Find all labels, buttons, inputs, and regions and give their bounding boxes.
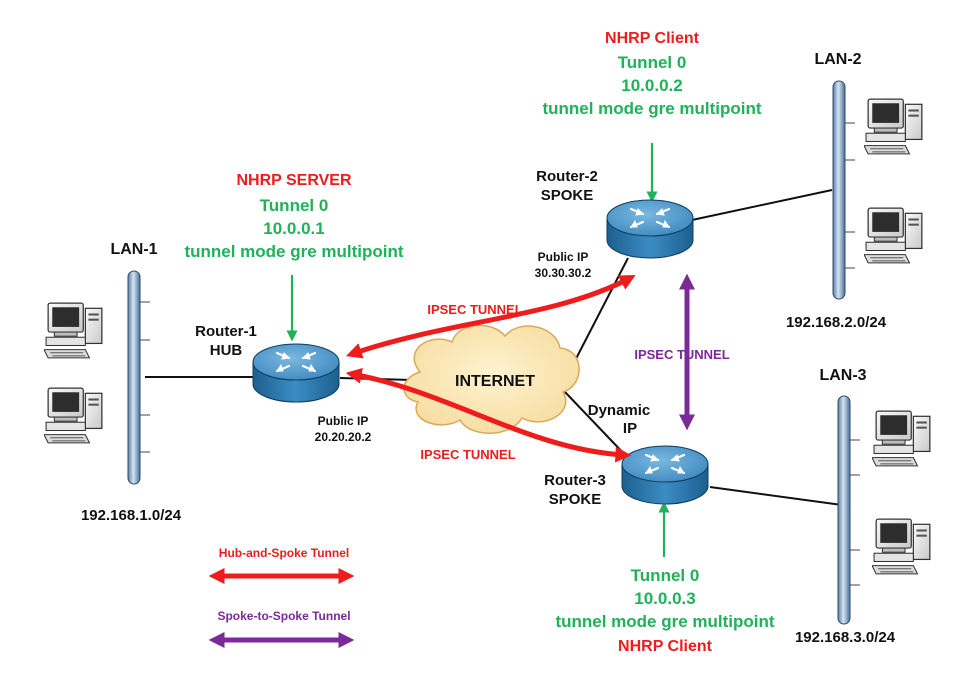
spoke3-tunnel-ip: 10.0.0.3 (634, 589, 696, 608)
ipsec-tunnel-label-bottom: IPSEC TUNNEL (420, 447, 516, 462)
router-icon (620, 444, 710, 506)
legend-spoke-spoke: Spoke-to-Spoke Tunnel (217, 609, 351, 623)
spoke2-role: NHRP Client (605, 30, 699, 47)
bus-taps (140, 122, 860, 586)
hub-role: NHRP SERVER (236, 172, 352, 189)
spoke3-type: SPOKE (548, 491, 602, 508)
hub-tunnel-mode: tunnel mode gre multipoint (184, 242, 404, 261)
hub-type: HUB (209, 342, 243, 359)
lan1-name: LAN-1 (110, 241, 158, 258)
lan2-name: LAN-2 (814, 51, 862, 68)
router-icon (251, 342, 341, 404)
hub-tunnel: Tunnel 0 (259, 196, 329, 215)
spoke2-type: SPOKE (540, 187, 594, 204)
spoke2-public-ip: 30.30.30.2 (534, 266, 592, 280)
computer-icon (864, 98, 923, 155)
internet-label: INTERNET (455, 373, 535, 390)
spoke3-ip-line1: Dynamic (587, 402, 651, 419)
spoke2-tunnel: Tunnel 0 (617, 53, 687, 72)
router-icon (605, 198, 695, 260)
spoke3-role: NHRP Client (618, 638, 712, 655)
config-arrows (286, 143, 670, 557)
legend-hub-spoke: Hub-and-Spoke Tunnel (218, 546, 350, 560)
ipsec-tunnel-label-top: IPSEC TUNNEL (427, 302, 523, 317)
spoke2-tunnel-ip: 10.0.0.2 (621, 76, 683, 95)
lan3-subnet: 192.168.3.0/24 (794, 629, 896, 646)
link-router2-lan2 (691, 189, 833, 221)
lan2-subnet: 192.168.2.0/24 (785, 314, 887, 331)
spoke2-tunnel-mode: tunnel mode gre multipoint (542, 99, 762, 118)
computer-icon (44, 387, 103, 444)
spoke3-ip-line2: IP (622, 420, 638, 437)
hub-spoke-tunnels (345, 274, 636, 463)
computer-icon (864, 207, 923, 264)
spoke2-public-ip-label: Public IP (537, 250, 589, 264)
hub-name: Router-1 (195, 323, 257, 340)
spoke2-name: Router-2 (536, 168, 598, 185)
ipsec-tunnel-hub-spoke3 (345, 367, 632, 463)
spoke3-tunnel-mode: tunnel mode gre multipoint (555, 612, 775, 631)
spoke3-name: Router-3 (544, 472, 606, 489)
ipsec-tunnel-hub-spoke2 (345, 274, 636, 359)
hub-public-ip-label: Public IP (317, 414, 369, 428)
ipsec-tunnel-label-spoke: IPSEC TUNNEL (634, 347, 730, 362)
computer-icon (872, 410, 931, 467)
computer-icon (44, 302, 103, 359)
hub-public-ip: 20.20.20.2 (314, 430, 372, 444)
lan-bus-icon (127, 80, 851, 625)
spoke3-tunnel: Tunnel 0 (630, 566, 700, 585)
link-router3-lan3 (709, 486, 843, 506)
computer-icon (872, 518, 931, 575)
lan3-name: LAN-3 (819, 367, 867, 384)
lan1-subnet: 192.168.1.0/24 (80, 507, 182, 524)
hub-tunnel-ip: 10.0.0.1 (263, 219, 325, 238)
